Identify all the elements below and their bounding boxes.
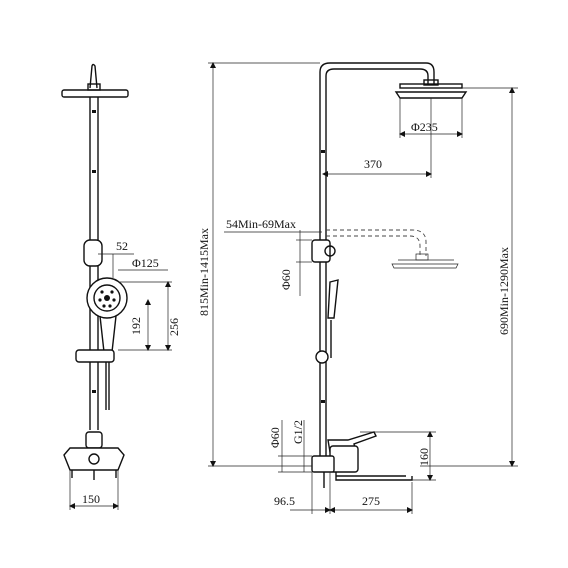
dim-handset-offset: 52: [116, 239, 128, 253]
dim-arm-length: 370: [364, 157, 382, 171]
dim-spout-height: 160: [417, 448, 431, 466]
front-view: 52 Φ125 256 192 150: [61, 63, 181, 510]
front-hand-shower: [86, 277, 128, 353]
dim-spout-length: 275: [362, 494, 380, 508]
side-overhead-shower: [394, 79, 468, 99]
side-mixer: [311, 431, 413, 488]
dim-mixer-width: 150: [82, 492, 100, 506]
side-riser-and-arm: [319, 62, 435, 465]
front-mixer: [63, 431, 125, 480]
dim-arm-adjust: 54Min-69Max: [226, 217, 296, 231]
dim-slide-height: 256: [167, 318, 181, 336]
front-holder: [75, 349, 115, 410]
dim-pipe-diameter: Φ60: [279, 269, 293, 290]
front-shower-head: [61, 63, 129, 98]
front-dimensions: 52 Φ125 256 192 150: [69, 239, 181, 510]
front-upper-bracket: [83, 239, 103, 267]
side-dimensions: 815Min-1415Max Φ235 370 54Min-69Max Φ60 …: [197, 62, 518, 514]
dim-wall-offset: 96.5: [274, 494, 295, 508]
dim-outlet-diameter: Φ60: [268, 427, 282, 448]
side-view: 815Min-1415Max Φ235 370 54Min-69Max Φ60 …: [197, 62, 518, 514]
dim-holder-height: 192: [129, 317, 143, 335]
side-handset: [311, 239, 339, 364]
dim-thread: G1/2: [291, 420, 305, 444]
dim-overall-height: 815Min-1415Max: [197, 228, 211, 316]
dim-handset-diameter: Φ125: [132, 256, 159, 270]
dim-head-diameter: Φ235: [411, 120, 438, 134]
dim-shower-height: 690Min-1290Max: [497, 247, 511, 335]
side-adjusted-arm: [326, 229, 459, 269]
